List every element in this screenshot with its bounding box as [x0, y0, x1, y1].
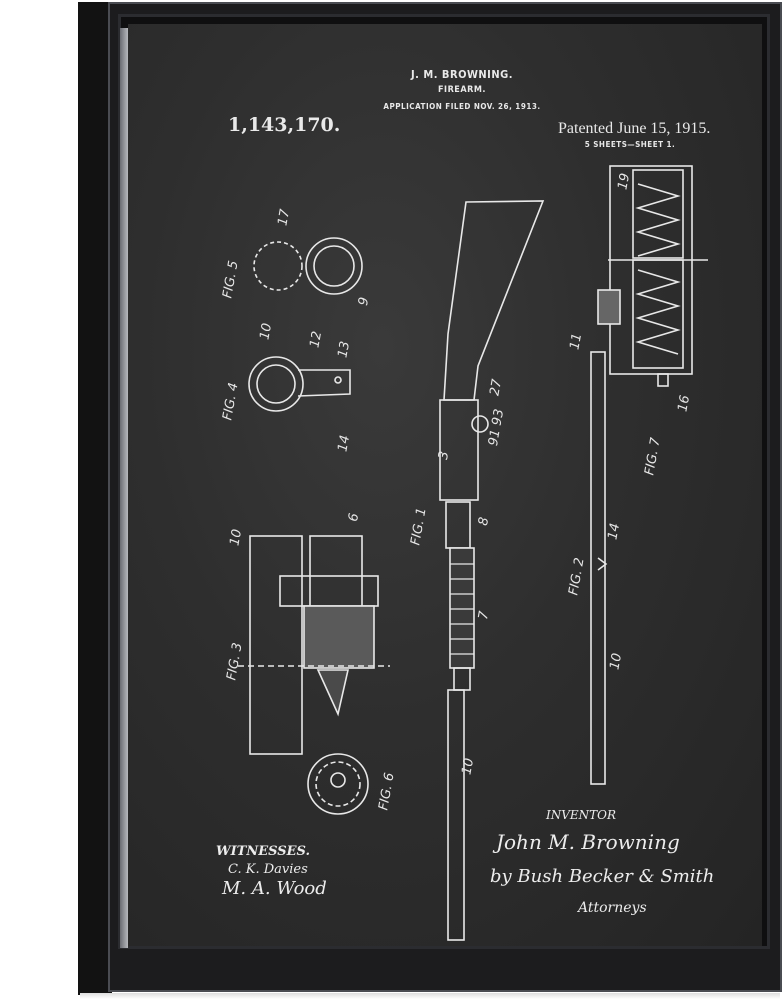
inventor-header: J. M. BROWNING.: [410, 68, 514, 81]
part-number: 13: [335, 340, 354, 359]
part-number: 10: [227, 528, 246, 547]
frame-inner-edge: [120, 28, 128, 948]
attorneys-signature: by Bush Becker & Smith: [490, 866, 715, 887]
part-number: 10: [257, 322, 276, 341]
fig7-spring-assembly: [597, 165, 708, 387]
part-number: 14: [335, 434, 354, 453]
fig2-tube: [590, 351, 608, 785]
part-number: 10: [459, 757, 478, 776]
application-date: APPLICATION FILED NOV. 26, 1913.: [383, 102, 541, 111]
sheets-info: 5 SHEETS—SHEET 1.: [584, 140, 676, 149]
fig4-ring: [248, 356, 351, 412]
part-number: 10: [607, 652, 626, 671]
inventor-label: INVENTOR: [546, 808, 617, 822]
frame-shadow: [80, 993, 780, 999]
part-number: 17: [275, 208, 294, 227]
part-number: 14: [605, 522, 624, 541]
patent-title: FIREARM.: [438, 85, 486, 95]
patent-date: Patented June 15, 1915.: [558, 120, 711, 137]
part-number: 16: [675, 394, 694, 413]
part-number: 19: [615, 172, 634, 191]
fig5-rings: [253, 237, 363, 295]
part-number: 27: [487, 378, 506, 397]
patent-number: 1,143,170.: [228, 114, 341, 136]
witness-signature-1: C. K. Davies: [228, 862, 308, 877]
witnesses-label: WITNESSES.: [216, 844, 310, 859]
attorneys-label: Attorneys: [578, 900, 647, 916]
fig6-disc: [307, 753, 369, 815]
part-number: 11: [567, 332, 586, 351]
patent-drawing: [238, 165, 708, 941]
inventor-signature: John M. Browning: [496, 830, 680, 854]
fig3-section: [238, 535, 390, 755]
frame-side: [78, 2, 112, 995]
fig1-shotgun: [439, 200, 545, 941]
witness-signature-2: M. A. Wood: [222, 878, 327, 899]
part-number: 12: [307, 330, 326, 349]
patent-canvas: J. M. BROWNING. FIREARM. APPLICATION FIL…: [128, 24, 762, 946]
